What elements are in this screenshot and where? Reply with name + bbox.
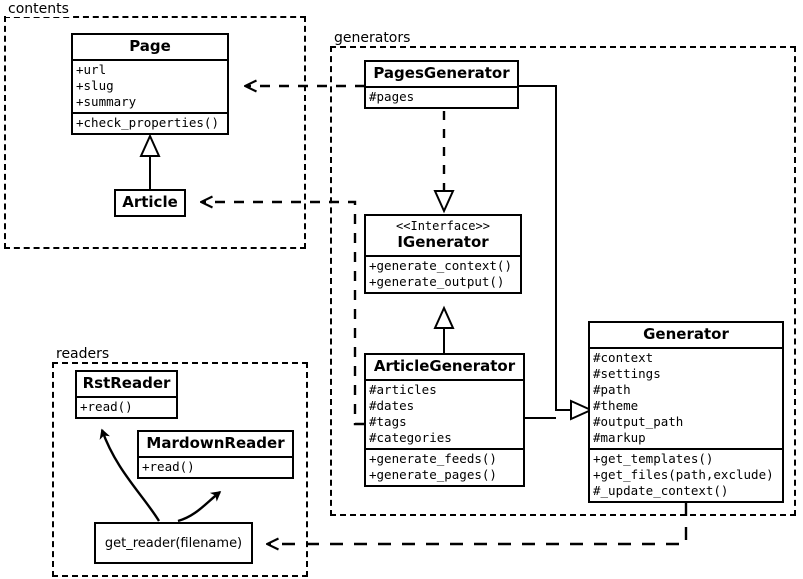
class-generator-attributes: #context #settings #path #theme #output_… [590,347,782,448]
method-row: +read() [80,399,133,414]
package-generators-label: generators [332,30,413,46]
attribute-row: +summary [76,94,137,109]
class-igenerator-methods: +generate_context() +generate_output() [366,255,520,292]
class-rstreader-title: RstReader [82,374,171,392]
class-generator[interactable]: Generator #context #settings #path #them… [588,321,784,503]
class-pagesgenerator-title: PagesGenerator [373,64,510,82]
class-generator-methods: +get_templates() +get_files(path,exclude… [590,448,782,501]
attribute-row: #dates [369,398,415,413]
method-row: +get_templates() [593,451,714,466]
class-pagesgenerator-attributes: #pages [366,86,517,107]
class-mardownreader-methods: +read() [139,456,292,477]
attribute-row: #tags [369,414,407,429]
package-contents-label: contents [6,1,71,17]
class-articlegenerator[interactable]: ArticleGenerator #articles #dates #tags … [364,353,525,487]
attribute-row: #categories [369,430,452,445]
attribute-row: #markup [593,430,646,445]
method-row: #_update_context() [593,483,729,498]
attribute-row: #theme [593,398,639,413]
attribute-row: #context [593,350,654,365]
class-generator-title: Generator [643,325,729,343]
class-rstreader-methods: +read() [77,396,176,417]
class-article[interactable]: Article [114,189,186,217]
package-readers-label: readers [54,346,112,362]
class-page[interactable]: Page +url +slug +summary +check_properti… [71,33,229,135]
class-igenerator-title: <<Interface>> IGenerator [366,216,520,255]
attribute-row: +url [76,62,107,77]
package-readers [52,362,308,577]
node-get-reader[interactable]: get_reader(filename) [94,522,253,564]
class-page-attributes: +url +slug +summary [73,59,227,112]
attribute-row: #path [593,382,631,397]
method-row: +generate_feeds() [369,451,497,466]
class-igenerator[interactable]: <<Interface>> IGenerator +generate_conte… [364,214,522,294]
attribute-row: #articles [369,382,437,397]
method-row: +read() [142,459,195,474]
attribute-row: #output_path [593,414,684,429]
class-articlegenerator-attributes: #articles #dates #tags #categories [366,379,523,448]
class-pagesgenerator[interactable]: PagesGenerator #pages [364,60,519,109]
class-page-methods: +check_properties() [73,112,227,133]
class-mardownreader-title: MardownReader [146,434,285,452]
class-article-title: Article [122,193,178,211]
class-articlegenerator-methods: +generate_feeds() +generate_pages() [366,448,523,485]
package-contents [4,16,306,249]
class-rstreader[interactable]: RstReader +read() [75,370,178,419]
method-row: +get_files(path,exclude) [593,467,774,482]
method-row: +generate_pages() [369,467,497,482]
class-igenerator-name: IGenerator [397,233,489,251]
method-row: +generate_output() [369,274,505,289]
class-igenerator-stereotype: <<Interface>> [396,219,490,233]
package-generators [330,46,796,516]
attribute-row: #settings [593,366,661,381]
class-page-title: Page [129,37,171,55]
class-mardownreader[interactable]: MardownReader +read() [137,430,294,479]
attribute-row: +slug [76,78,114,93]
class-articlegenerator-title: ArticleGenerator [373,357,516,375]
method-row: +check_properties() [76,115,219,130]
node-get-reader-label: get_reader(filename) [104,535,243,551]
attribute-row: #pages [369,89,415,104]
method-row: +generate_context() [369,258,512,273]
